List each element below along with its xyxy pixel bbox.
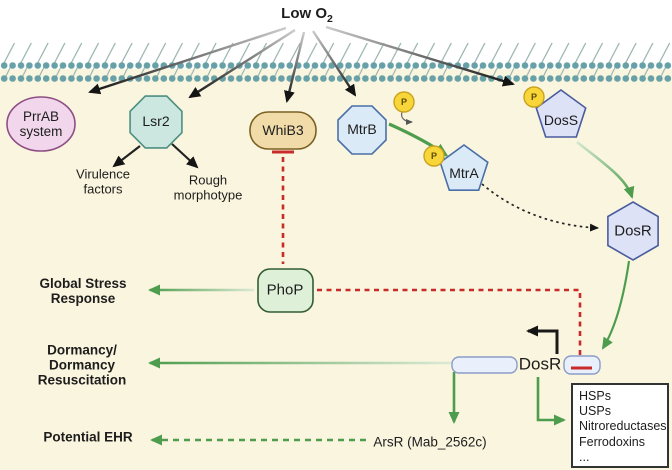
lowo2-signal-arrows — [88, 25, 515, 103]
arrow-mtra-dosr-dashed — [481, 183, 599, 232]
mtra-shape — [439, 144, 489, 191]
phop-shape — [257, 268, 314, 313]
arrow-lsr2-virulence — [112, 145, 141, 168]
phosphate-mtra — [423, 145, 445, 167]
outcome-potential-ehr: Potential EHR — [43, 429, 133, 445]
outcome-dormancy: Dormancy/ Dormancy Resuscitation — [37, 342, 127, 388]
outcome-virulence: Virulence factors — [76, 166, 130, 196]
prrab-shape — [6, 96, 76, 152]
outcome-rough: Rough morphotype — [173, 172, 243, 202]
arrow-lowo2-lsr2 — [188, 28, 296, 99]
phosphate-label-mtra: P — [430, 150, 438, 161]
regulon-item: Ferrodoxins — [579, 434, 645, 449]
stimulus-text: Low O — [281, 5, 327, 23]
node-whib3: WhiB3 — [262, 122, 304, 139]
arrow-doss-dosr — [576, 140, 635, 199]
dosr-gene-left-box — [451, 356, 518, 374]
outcome-global-stress: Global Stress Response — [39, 275, 127, 306]
phosphate-doss — [523, 86, 545, 108]
arrow-dosr-regulon — [536, 377, 566, 426]
arrow-lowo2-whib3 — [284, 31, 306, 103]
phosphate-mtrb — [393, 91, 415, 113]
regulon-box — [571, 383, 669, 468]
dosr-gene-right-box — [563, 355, 601, 375]
arrow-lowo2-mtrb — [311, 30, 357, 97]
arrow-lowo2-prrab — [88, 26, 287, 95]
arrow-lsr2-rough — [171, 143, 199, 169]
inhibition-whib3-phop — [272, 150, 294, 264]
node-phop: PhoP — [266, 281, 304, 299]
node-prrab: PrrAB system — [19, 108, 63, 139]
regulon-item: Nitroreductases — [579, 419, 667, 434]
regulon-item: ... — [579, 449, 590, 464]
arrow-transcription-bent — [526, 325, 559, 354]
stimulus-label: Low O2 — [281, 5, 333, 26]
membrane — [0, 40, 672, 86]
stimulus-subscript: 2 — [326, 13, 333, 26]
arsr-label: ArsR (Mab_2562c) — [373, 434, 487, 450]
node-mtra: MtrA — [449, 165, 479, 182]
node-doss: DosS — [543, 112, 579, 129]
lsr2-shape — [129, 95, 183, 149]
mtrb-shape — [337, 105, 387, 155]
dosr-gene-label: DosR — [518, 354, 562, 374]
arrow-phosphate-transfer — [400, 111, 413, 125]
node-mtrb: MtrB — [347, 121, 377, 138]
node-lsr2: Lsr2 — [142, 113, 170, 130]
regulon-item: USPs — [579, 404, 611, 419]
arrow-lowo2-doss — [325, 25, 515, 87]
regulon-item: HSPs — [579, 389, 611, 403]
node-dosr-sensor: DosR — [614, 222, 652, 240]
phosphate-label-mtrb: P — [400, 96, 408, 107]
dosr-sensor-shape — [607, 201, 659, 261]
phosphate-label-doss: P — [530, 91, 538, 102]
regulon-list: HSPs USPs Nitroreductases Ferrodoxins ..… — [579, 389, 667, 465]
arrow-dosrsensor-gene — [601, 260, 631, 350]
whib3-shape — [249, 111, 317, 150]
